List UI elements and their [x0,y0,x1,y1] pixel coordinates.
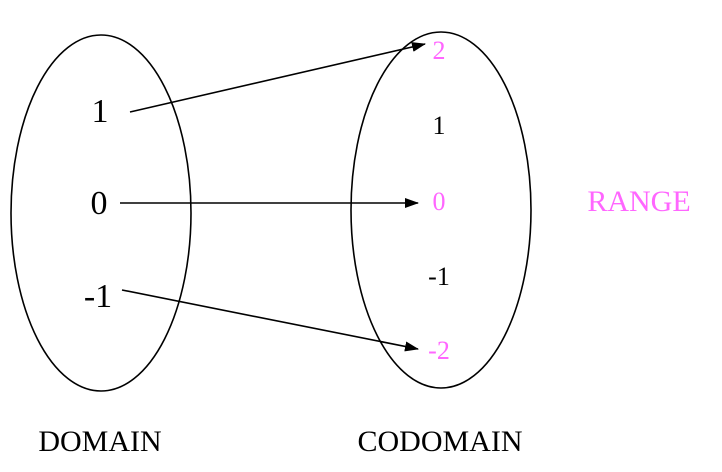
mapping-arrow-neg1-to-neg2 [121,289,419,352]
mapping-arrow-1-to-2 [129,42,426,113]
codomain-label: CODOMAIN [358,425,523,458]
codomain-element: 0 [433,187,446,216]
codomain-element: 2 [433,36,446,65]
domain-label: DOMAIN [38,425,161,458]
codomain-element: -2 [428,336,450,365]
codomain-element: -1 [428,262,450,291]
domain-oval [10,34,192,392]
range-label: RANGE [587,185,690,218]
codomain-element: 1 [433,111,446,140]
domain-element: -1 [84,278,112,315]
codomain-oval [350,31,532,389]
domain-element: 1 [92,93,109,130]
domain-element: 0 [91,185,108,222]
